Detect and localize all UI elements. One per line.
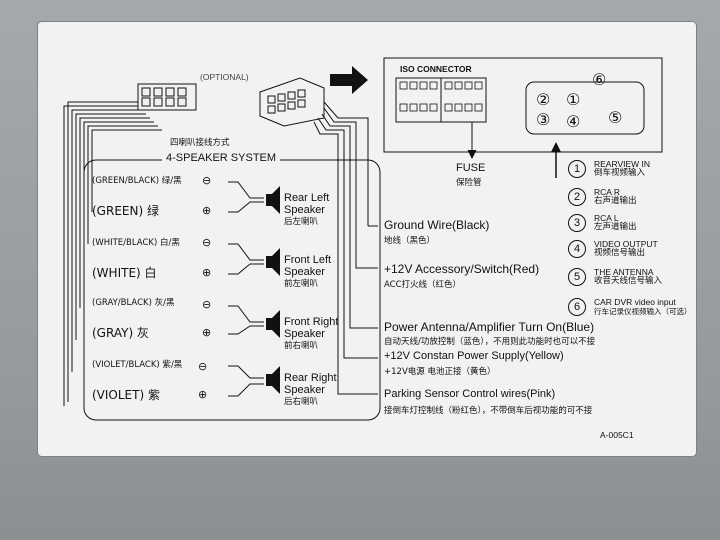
plus-icon: ⊕ <box>198 388 208 401</box>
speaker-system-title: 4-SPEAKER SYSTEM <box>162 152 281 164</box>
iso-connector-frame <box>383 57 663 153</box>
wire-accessory: +12V Accessory/Switch(Red) <box>384 262 540 276</box>
legend-num-2: 2 <box>568 188 586 206</box>
main-connector <box>259 77 325 127</box>
wiring-diagram-lines <box>63 57 663 421</box>
plus-icon: ⊕ <box>202 204 212 217</box>
plus-icon: ⊕ <box>202 326 212 339</box>
wire-antenna: Power Antenna/Amplifier Turn On(Blue) <box>384 320 595 334</box>
wire-label-white: (WHITE) 白 <box>92 266 157 280</box>
wire-antenna-cn: 自动天线/功放控制（蓝色），不用则此功能时也可以不接 <box>384 337 596 347</box>
minus-icon: ⊖ <box>202 236 212 249</box>
rca-number-2: ② <box>536 90 551 109</box>
wire-parking: Parking Sensor Control wires(Pink) <box>384 388 556 400</box>
optional-connector <box>137 83 197 111</box>
fuse-label-cn: 保险管 <box>456 178 482 188</box>
rca-number-4: ④ <box>566 112 581 131</box>
wire-label-green-black: (GREEN/BLACK) 绿/黑 <box>92 176 182 186</box>
wire-constant: +12V Constan Power Supply(Yellow) <box>384 350 564 362</box>
legend-num-5: 5 <box>568 268 586 286</box>
wire-label-white-black: (WHITE/BLACK) 白/黑 <box>92 238 180 248</box>
wire-accessory-cn: ACC打火线（红色） <box>384 280 462 290</box>
wire-ground-cn: 地线（黑色） <box>384 236 436 246</box>
wire-label-violet: (VIOLET) 紫 <box>92 388 160 402</box>
wire-parking-cn: 接倒车灯控制线（粉红色），不带倒车后视功能的可不接 <box>384 406 593 416</box>
rca-panel <box>525 81 645 135</box>
wire-label-green: (GREEN) 绿 <box>92 204 159 218</box>
fuse-label: FUSE <box>456 162 486 174</box>
rca-number-1: ① <box>566 90 581 109</box>
speaker-system-cn: 四喇叭接线方式 <box>170 138 230 148</box>
rca-number-5: ⑤ <box>608 108 623 127</box>
speaker-icon <box>266 186 280 394</box>
rca-number-3: ③ <box>536 110 551 129</box>
wire-label-gray-black: (GRAY/BLACK) 灰/黑 <box>92 298 175 308</box>
wire-label-gray: (GRAY) 灰 <box>92 326 149 340</box>
rca-number-6: ⑥ <box>592 70 607 89</box>
wiring-label: (OPTIONAL) 四喇叭接线方式 4-SPEAKER SYSTEM (GRE… <box>38 22 696 456</box>
arrow-right-icon <box>330 66 368 94</box>
minus-icon: ⊖ <box>198 360 208 373</box>
wire-label-violet-black: (VIOLET/BLACK) 紫/黑 <box>92 360 183 370</box>
optional-label: (OPTIONAL) <box>200 72 249 82</box>
iso-connector-title: ISO CONNECTOR <box>400 64 472 74</box>
minus-icon: ⊖ <box>202 298 212 311</box>
minus-icon: ⊖ <box>202 174 212 187</box>
legend-num-4: 4 <box>568 240 586 258</box>
legend-num-3: 3 <box>568 214 586 232</box>
wire-constant-cn: +12V电源 电池正接（黄色） <box>384 367 496 377</box>
legend-num-6: 6 <box>568 298 586 316</box>
wire-ground: Ground Wire(Black) <box>384 218 490 232</box>
model-code: A-005C1 <box>600 430 634 440</box>
plus-icon: ⊕ <box>202 266 212 279</box>
legend-num-1: 1 <box>568 160 586 178</box>
